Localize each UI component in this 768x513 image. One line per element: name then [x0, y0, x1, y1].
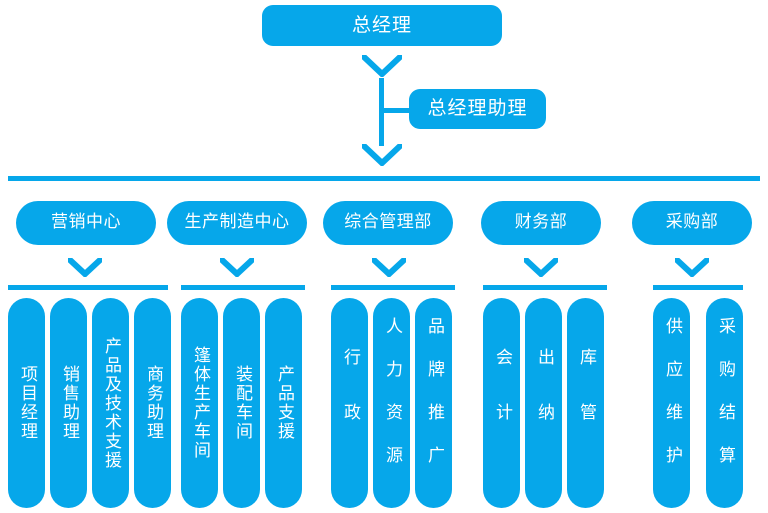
node-department-3[interactable]: 财务部: [481, 201, 601, 245]
leaf-0-0-label: 项目经理: [17, 365, 37, 441]
node-general-manager-label: 总经理: [351, 13, 412, 36]
chevron-down-icon-dept-0: [68, 258, 102, 277]
connector-subbus-0: [8, 285, 168, 290]
chevron-down-icon-dept-1: [220, 258, 254, 277]
leaf-0-2-label: 产品及技术支援: [101, 336, 121, 470]
leaf-2-0[interactable]: 行政: [331, 298, 368, 508]
leaf-3-0[interactable]: 会计: [483, 298, 520, 508]
leaf-0-1-label: 销售助理: [59, 365, 79, 441]
leaf-0-1[interactable]: 销售助理: [50, 298, 87, 508]
connector-subbus-3: [483, 285, 607, 290]
node-gm-assistant[interactable]: 总经理助理: [409, 89, 546, 129]
connector-subbus-4: [653, 285, 743, 290]
leaf-1-2[interactable]: 产品支援: [265, 298, 302, 508]
chevron-down-icon-dept-2: [372, 258, 406, 277]
node-department-2[interactable]: 综合管理部: [323, 201, 453, 245]
leaf-1-0[interactable]: 篷体生产车间: [181, 298, 218, 508]
node-department-0[interactable]: 营销中心: [16, 201, 156, 245]
connector-subbus-1: [181, 285, 305, 290]
node-department-3-label: 财务部: [514, 212, 568, 233]
leaf-3-2[interactable]: 库管: [567, 298, 604, 508]
connector-subbus-2: [331, 285, 455, 290]
connector-assistant-branch: [379, 108, 411, 113]
node-department-4-label: 采购部: [665, 212, 719, 233]
leaf-2-2-label: 品牌推广: [424, 317, 444, 489]
leaf-1-0-label: 篷体生产车间: [190, 346, 210, 460]
leaf-2-2[interactable]: 品牌推广: [415, 298, 452, 508]
leaf-1-1[interactable]: 装配车间: [223, 298, 260, 508]
leaf-1-1-label: 装配车间: [232, 365, 252, 441]
leaf-1-2-label: 产品支援: [274, 365, 294, 441]
connector-main-bus: [8, 176, 760, 181]
chevron-down-icon-dept-3: [524, 258, 558, 277]
node-department-2-label: 综合管理部: [344, 212, 432, 233]
leaf-4-1[interactable]: 采购结算: [706, 298, 743, 508]
chevron-down-icon-bus: [362, 144, 402, 166]
leaf-4-0[interactable]: 供应维护: [653, 298, 690, 508]
node-department-1-label: 生产制造中心: [184, 212, 290, 233]
leaf-2-1-label: 人力资源: [382, 317, 402, 489]
node-general-manager[interactable]: 总经理: [262, 5, 502, 46]
chevron-down-icon-gm: [362, 55, 402, 77]
node-department-1[interactable]: 生产制造中心: [167, 201, 307, 245]
node-department-4[interactable]: 采购部: [632, 201, 752, 245]
leaf-0-3[interactable]: 商务助理: [134, 298, 171, 508]
chevron-down-icon-dept-4: [675, 258, 709, 277]
leaf-0-2[interactable]: 产品及技术支援: [92, 298, 129, 508]
leaf-0-0[interactable]: 项目经理: [8, 298, 45, 508]
leaf-4-1-label: 采购结算: [715, 317, 735, 489]
leaf-3-1-label: 出纳: [534, 348, 554, 458]
leaf-3-2-label: 库管: [576, 348, 596, 458]
leaf-2-0-label: 行政: [340, 348, 360, 458]
node-gm-assistant-label: 总经理助理: [427, 97, 528, 120]
leaf-4-0-label: 供应维护: [662, 317, 682, 489]
leaf-0-3-label: 商务助理: [143, 365, 163, 441]
leaf-3-0-label: 会计: [492, 348, 512, 458]
leaf-3-1[interactable]: 出纳: [525, 298, 562, 508]
leaf-2-1[interactable]: 人力资源: [373, 298, 410, 508]
node-department-0-label: 营销中心: [51, 212, 121, 233]
